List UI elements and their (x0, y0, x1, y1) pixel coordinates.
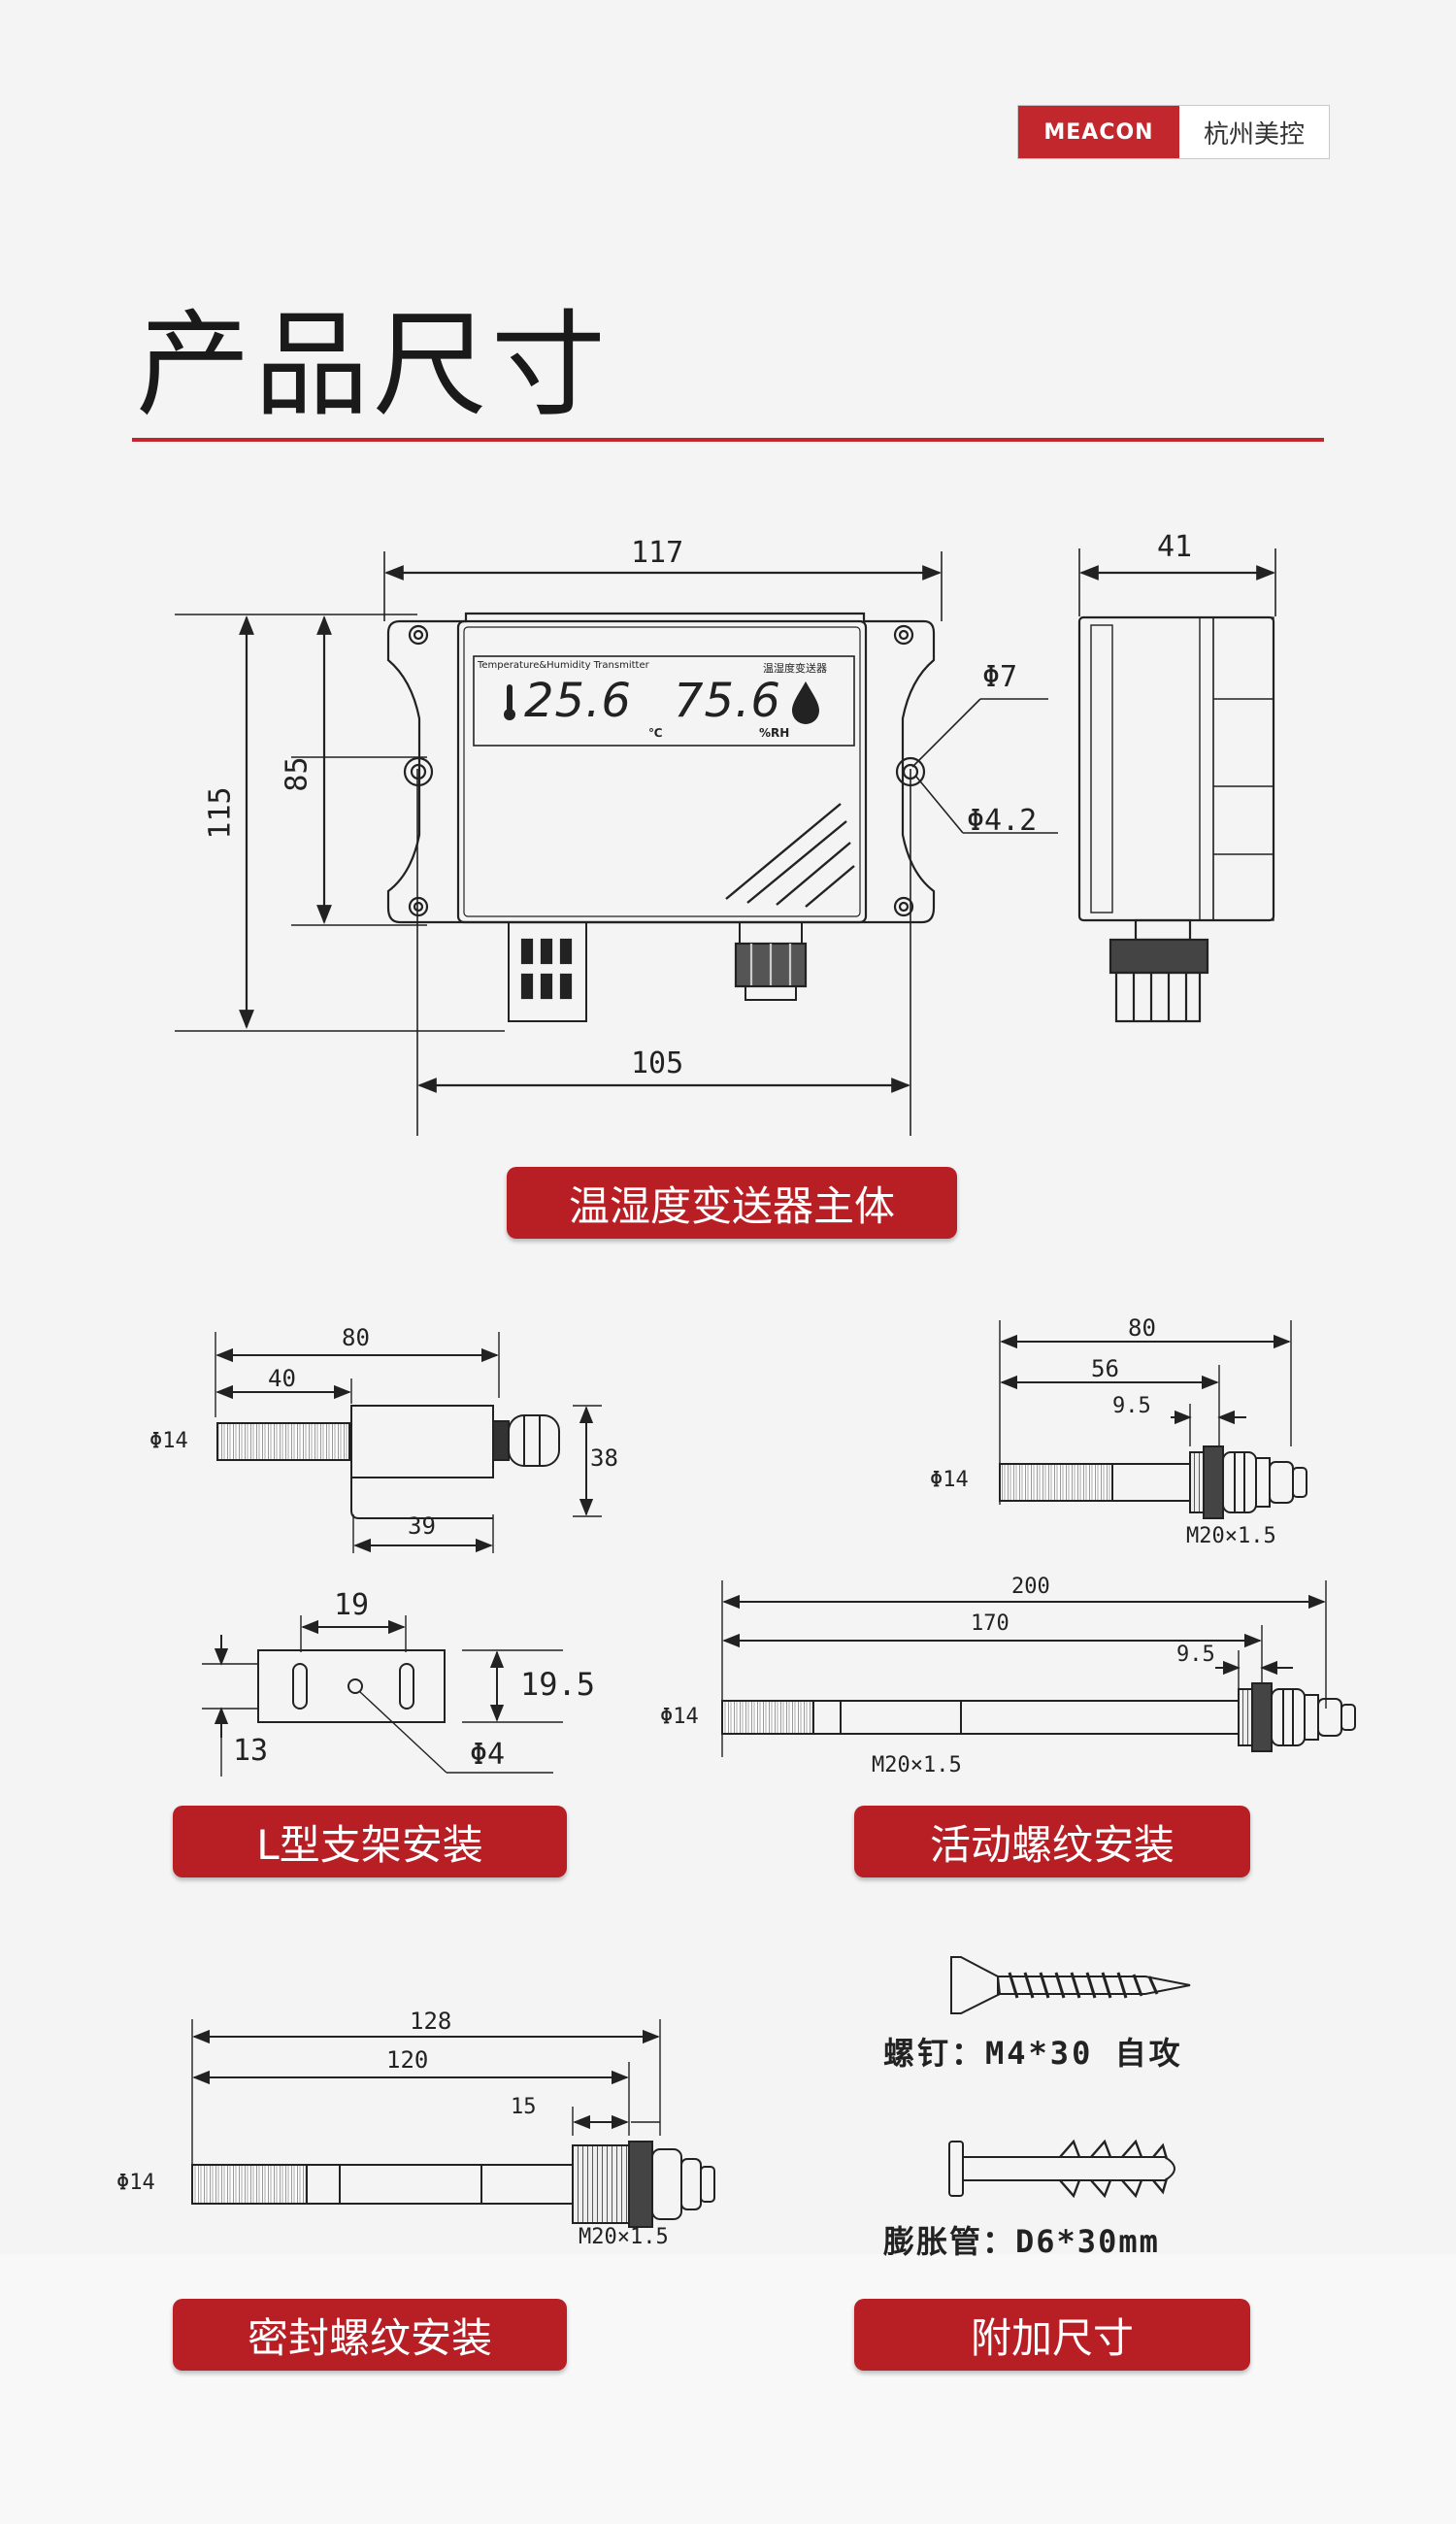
display-hum-unit: %RH (759, 726, 790, 740)
display-temperature: 25.6 (524, 674, 632, 728)
title-divider (132, 438, 1324, 442)
main-body-drawing (175, 551, 1058, 1136)
mtl-dim-total: 200 (1011, 1575, 1050, 1599)
st-dim-spec: M20×1.5 (579, 2225, 669, 2249)
bp-dim-spacing: 19 (334, 1588, 370, 1622)
movable-thread-long-drawing (721, 1580, 1356, 1757)
st-dim-thread: 15 (511, 2095, 537, 2119)
bp-dim-hole: Φ4 (470, 1738, 506, 1772)
label-main-body: 温湿度变送器主体 (507, 1167, 957, 1239)
lb-dim-dia: Φ14 (149, 1429, 188, 1453)
dim-height-outer: 115 (203, 786, 238, 840)
dim-hole-spacing: 105 (631, 1046, 684, 1080)
brand-name: 杭州美控 (1203, 119, 1305, 149)
st-dim-total: 128 (410, 2008, 452, 2035)
page-title: 产品尺寸 (136, 298, 611, 432)
bp-dim-height: 19.5 (520, 1666, 596, 1703)
st-dim-dia: Φ14 (116, 2171, 155, 2195)
bracket-plate-drawing (202, 1615, 563, 1777)
dim-depth: 41 (1157, 530, 1193, 564)
label-accessories: 附加尺寸 (854, 2299, 1250, 2371)
anchor-drawing (948, 2139, 1175, 2199)
dim-hole-outer: Φ7 (982, 660, 1018, 694)
l-bracket-drawing (215, 1332, 602, 1553)
lb-dim-height: 38 (590, 1445, 618, 1472)
mts-dim-spec: M20×1.5 (1186, 1524, 1276, 1548)
mts-dim-dia: Φ14 (930, 1468, 969, 1492)
brand-logo: MEACON 杭州美控 (1017, 105, 1330, 159)
display-temp-unit: ℃ (648, 726, 663, 740)
display-header: Temperature&Humidity Transmitter (478, 660, 649, 671)
lb-dim-base: 39 (408, 1512, 436, 1540)
dim-height-inner: 85 (280, 756, 314, 792)
lb-dim-probe: 40 (268, 1365, 296, 1392)
mtl-dim-thread: 9.5 (1176, 1643, 1215, 1667)
label-movable-thread: 活动螺纹安装 (854, 1806, 1250, 1877)
bp-dim-left: 13 (233, 1734, 269, 1768)
display-humidity: 75.6 (674, 674, 781, 728)
screw-drawing (950, 1956, 1191, 2014)
mtl-dim-dia: Φ14 (660, 1705, 699, 1729)
mts-dim-mid: 56 (1091, 1355, 1119, 1382)
sealed-thread-drawing (191, 2019, 715, 2228)
label-l-bracket: L型支架安装 (173, 1806, 567, 1877)
display-segment-icons (504, 681, 819, 724)
mtl-dim-spec: M20×1.5 (872, 1753, 962, 1777)
mts-dim-total: 80 (1128, 1314, 1156, 1342)
anchor-spec: 膨胀管：D6*30mm (883, 2223, 1160, 2260)
mtl-dim-mid: 170 (971, 1611, 1009, 1636)
lb-dim-total: 80 (342, 1324, 370, 1351)
mts-dim-thread: 9.5 (1112, 1394, 1151, 1418)
st-dim-mid: 120 (386, 2046, 429, 2074)
brand-logo-mark: MEACON (1018, 106, 1179, 158)
label-sealed-thread: 密封螺纹安装 (173, 2299, 567, 2371)
movable-thread-short-drawing (999, 1320, 1307, 1519)
side-view-drawing (1077, 548, 1276, 1023)
bottom-band (0, 2254, 1456, 2524)
display-header-cn: 温湿度变送器 (763, 662, 827, 675)
screw-spec: 螺钉：M4*30 自攻 (883, 2035, 1183, 2072)
dim-hole-inner: Φ4.2 (967, 804, 1038, 838)
dim-width: 117 (631, 536, 684, 570)
